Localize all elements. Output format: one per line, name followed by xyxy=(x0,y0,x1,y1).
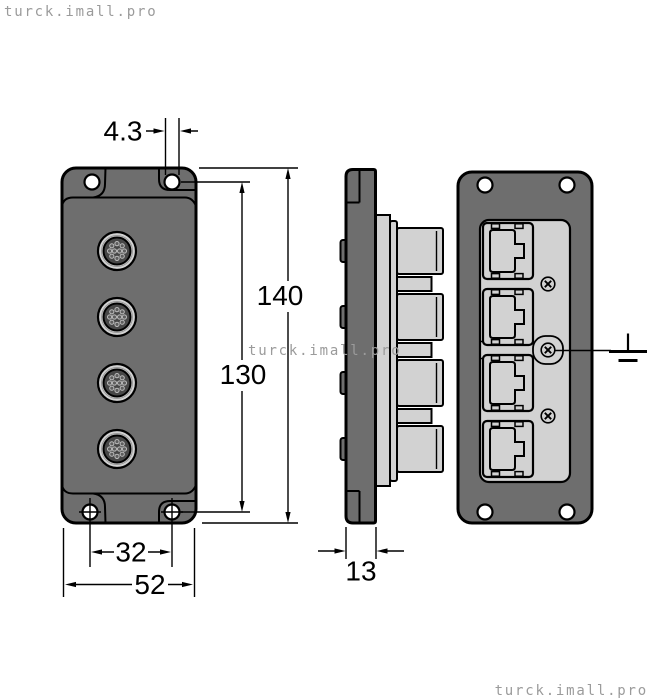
watermark-middle: turck.imall.pro xyxy=(248,343,401,359)
dim-label-4-3: 4.3 xyxy=(104,116,143,147)
dim-label-52: 52 xyxy=(134,569,165,600)
dim-overall-width: 52 xyxy=(62,528,196,600)
m12-connector-icon xyxy=(96,230,138,272)
jack-housing-side xyxy=(396,425,444,473)
module-link xyxy=(396,276,433,292)
dim-overall-height: 140 xyxy=(199,167,304,524)
rj45-jack-icon xyxy=(481,221,535,281)
dim-depth: 13 xyxy=(318,527,404,587)
jack-housing-side xyxy=(396,293,444,341)
m12-connector-icon xyxy=(96,428,138,470)
mounting-hole xyxy=(558,176,576,194)
phillips-screw-icon xyxy=(540,342,556,358)
rj45-jack-icon xyxy=(481,419,535,479)
dim-label-140: 140 xyxy=(257,280,304,311)
panel-plate-side xyxy=(344,168,377,525)
ground-symbol xyxy=(555,333,647,362)
dim-hole-diameter: 4.3 xyxy=(104,116,198,175)
front-view xyxy=(60,166,198,525)
side-view xyxy=(339,168,444,525)
m12-connector-icon xyxy=(96,362,138,404)
m12-connector-icon xyxy=(96,296,138,338)
dim-label-130: 130 xyxy=(220,359,267,390)
front-face-line-bottom xyxy=(61,484,197,495)
dim-hole-spacing-horizontal: 32 xyxy=(79,498,183,568)
corner-tab-line-top-left xyxy=(92,167,107,199)
mounting-hole xyxy=(476,176,494,194)
front-panel-body xyxy=(60,166,198,525)
dim-label-32: 32 xyxy=(115,537,146,568)
mounting-hole xyxy=(476,503,494,521)
rj45-jack-icon xyxy=(481,287,535,347)
dim-hole-spacing-vertical: 130 xyxy=(181,181,267,513)
rj45-jack-icon xyxy=(481,353,535,413)
jack-housing-side xyxy=(396,359,444,407)
plate-step-line-top xyxy=(346,170,361,204)
back-view xyxy=(456,170,647,525)
watermark-bottom-right: turck.imall.pro xyxy=(495,683,648,699)
module-link xyxy=(396,408,433,424)
mounting-hole xyxy=(558,503,576,521)
dim-label-13: 13 xyxy=(345,556,376,587)
module-link xyxy=(396,342,433,358)
watermark-top-left: turck.imall.pro xyxy=(4,4,157,20)
corner-tab-line-bottom-left xyxy=(92,492,107,524)
phillips-screw-icon xyxy=(540,276,556,292)
jack-housing-side xyxy=(396,227,444,275)
mounting-hole xyxy=(83,173,101,191)
front-face-line-top xyxy=(61,196,197,207)
phillips-screw-icon xyxy=(540,408,556,424)
corner-tab-line-bottom-right xyxy=(158,500,196,523)
dimension-annotations: 4.3 140 130 32 xyxy=(62,116,404,600)
plate-step-line-bottom xyxy=(346,490,361,523)
mounting-hole xyxy=(163,173,181,191)
